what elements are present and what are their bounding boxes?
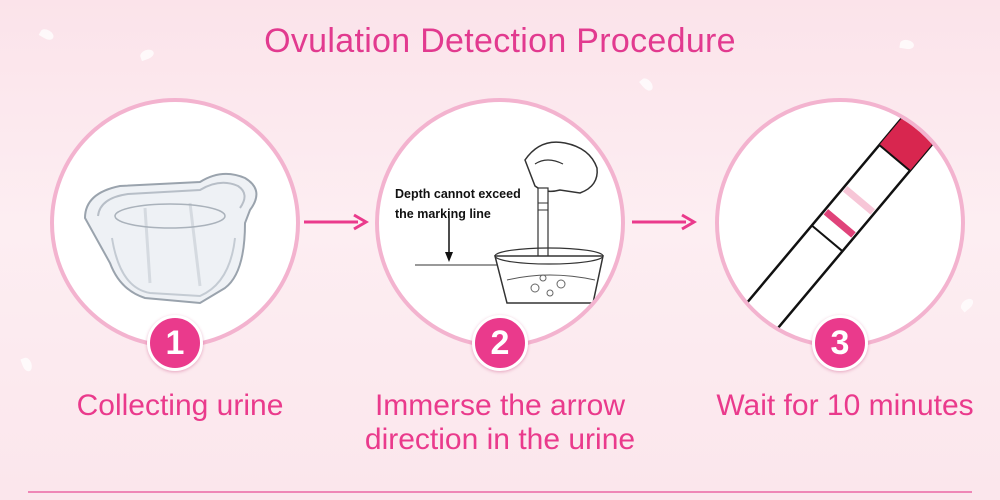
depth-label-line2: the marking line [395, 207, 491, 221]
step-2-badge: 2 [472, 315, 528, 371]
petal-decoration [958, 296, 976, 313]
petal-decoration [20, 356, 34, 373]
step-3-badge: 3 [812, 315, 868, 371]
depth-label-line1: Depth cannot exceed [395, 187, 521, 201]
step-1-caption: Collecting urine [30, 389, 330, 423]
step-1-circle [50, 98, 300, 348]
step-3-circle [715, 98, 965, 348]
step-2-circle: Depth cannot exceed the marking line [375, 98, 625, 348]
page-title: Ovulation Detection Procedure [264, 22, 736, 60]
step-2-caption-line1: Immerse the arrow [374, 389, 626, 422]
arrow-right-icon [304, 213, 369, 231]
bottom-divider [28, 491, 972, 493]
step-3-caption: Wait for 10 minutes [695, 389, 995, 423]
step-1-badge: 1 [147, 315, 203, 371]
depth-label: Depth cannot exceed the marking line [395, 184, 521, 224]
step-2-caption: Immerse the arrow direction in the urine [352, 389, 648, 457]
urine-cup-icon [83, 172, 258, 305]
arrow-right-icon [632, 213, 697, 231]
step-3-caption-line1: Wait for 10 minutes [716, 389, 974, 422]
step-1-caption-line1: Collecting urine [76, 389, 284, 422]
test-strip-result-icon [729, 102, 951, 344]
petal-decoration [639, 76, 655, 93]
test-strip-in-cup-icon [415, 141, 604, 304]
step-2-caption-line2: direction in the urine [364, 423, 636, 456]
